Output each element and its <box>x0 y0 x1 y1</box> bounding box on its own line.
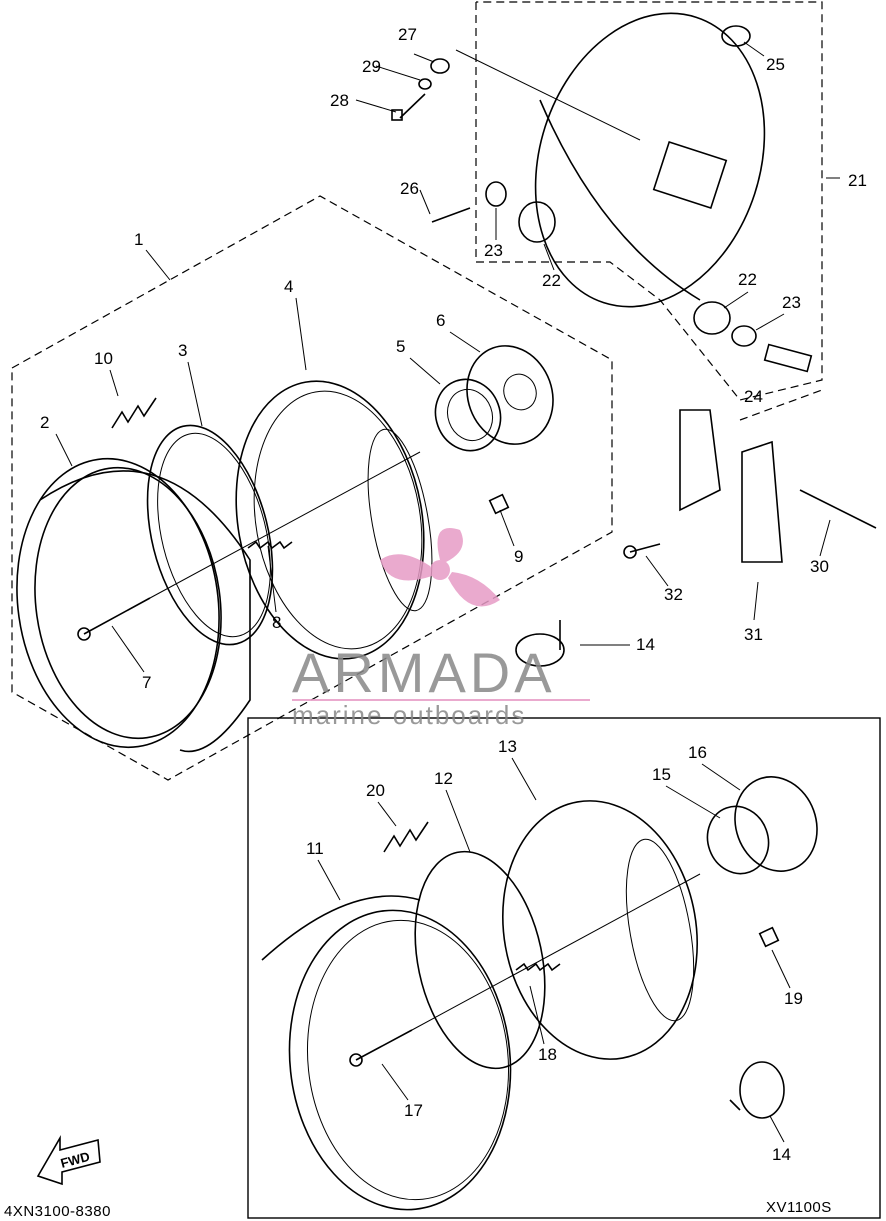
headlight-unit-4 <box>235 380 433 660</box>
callout-30: 30 <box>810 557 829 576</box>
bracket-31 <box>679 409 783 563</box>
callout-14-lower: 14 <box>772 1145 791 1164</box>
callout-17: 17 <box>404 1101 423 1120</box>
callout-16: 16 <box>688 743 707 762</box>
callout-32: 32 <box>664 585 683 604</box>
callout-22-left: 22 <box>542 271 561 290</box>
assembly-axis-lower <box>411 873 701 1031</box>
callout-24: 24 <box>744 387 763 406</box>
callout-13: 13 <box>498 737 517 756</box>
callout-9: 9 <box>514 547 523 566</box>
collar-23-right <box>731 325 757 347</box>
watermark-brand: ARMADA <box>292 641 556 704</box>
washer-29 <box>418 78 432 90</box>
fwd-label: FWD <box>59 1149 91 1171</box>
nut-19 <box>758 926 780 948</box>
clip-20 <box>383 821 429 853</box>
assembly-axis-upper <box>149 451 421 599</box>
callout-6: 6 <box>436 311 445 330</box>
cover-16 <box>734 776 818 872</box>
callout-2: 2 <box>40 413 49 432</box>
callout-18: 18 <box>538 1045 557 1064</box>
nut-9 <box>488 493 510 515</box>
callout-29: 29 <box>362 57 381 76</box>
part-group-code: 4XN3100-8380 <box>4 1203 111 1220</box>
grommet-25 <box>721 25 751 47</box>
bolt-26 <box>431 207 471 223</box>
xv1100s-variant-frame <box>247 717 881 1219</box>
rim-12 <box>414 850 546 1070</box>
clip-10 <box>111 397 157 429</box>
callout-15: 15 <box>652 765 671 784</box>
callout-25: 25 <box>766 55 785 74</box>
callout-23-right: 23 <box>782 293 801 312</box>
callout-26: 26 <box>400 179 419 198</box>
callout-5: 5 <box>396 337 405 356</box>
callout-12: 12 <box>434 769 453 788</box>
leader-lines <box>55 41 840 1143</box>
damper-22-left <box>518 201 556 243</box>
callout-27: 27 <box>398 25 417 44</box>
callout-8: 8 <box>272 613 281 632</box>
housing-21 <box>534 12 766 308</box>
housing-leader <box>455 49 641 141</box>
callout-28: 28 <box>330 91 349 110</box>
callout-7: 7 <box>142 673 151 692</box>
callout-23-left: 23 <box>484 241 503 260</box>
bolt-32 <box>623 543 661 559</box>
socket-5 <box>434 378 502 452</box>
callout-14-upper: 14 <box>636 635 655 654</box>
damper-22-right <box>693 301 731 335</box>
assembly-21-leader-dashed <box>739 389 823 421</box>
rim-3 <box>146 424 274 646</box>
rim-11 <box>261 895 512 1211</box>
collar-23-left <box>485 181 507 207</box>
armada-watermark: ARMADA marine outboards <box>292 528 590 730</box>
assembly-21-dashed-frame <box>475 1 823 401</box>
fwd-arrow-icon: FWD <box>36 1135 101 1186</box>
callout-20: 20 <box>366 781 385 800</box>
callout-31: 31 <box>744 625 763 644</box>
nut-27 <box>430 58 450 74</box>
assembly-1-dashed-frame <box>11 195 613 781</box>
spring-18 <box>515 962 561 972</box>
headlight-unit-13 <box>502 800 698 1060</box>
socket-15 <box>706 805 770 875</box>
spring-8 <box>247 540 293 550</box>
propeller-logo-icon <box>380 528 500 607</box>
cover-6 <box>466 345 554 445</box>
bolt-28 <box>391 93 426 121</box>
callout-3: 3 <box>178 341 187 360</box>
bolt-30 <box>799 489 877 529</box>
callout-11: 11 <box>306 839 324 858</box>
bulb-14-upper <box>515 620 565 667</box>
watermark-tagline: marine outboards <box>292 700 526 730</box>
bulb-14-lower <box>729 1061 785 1119</box>
screw-17 <box>349 1029 413 1067</box>
collar-24 <box>763 343 813 373</box>
model-label: XV1100S <box>766 1199 832 1216</box>
rim-2 <box>16 457 251 753</box>
callout-labels: 1 2 3 4 5 6 7 8 9 10 11 12 13 14 14 15 1… <box>40 25 867 1164</box>
callout-19: 19 <box>784 989 803 1008</box>
callout-21: 21 <box>848 171 867 190</box>
callout-22-right: 22 <box>738 270 757 289</box>
callout-4: 4 <box>284 277 293 296</box>
callout-10: 10 <box>94 349 113 368</box>
callout-1: 1 <box>134 230 143 249</box>
screw-7 <box>77 597 151 641</box>
